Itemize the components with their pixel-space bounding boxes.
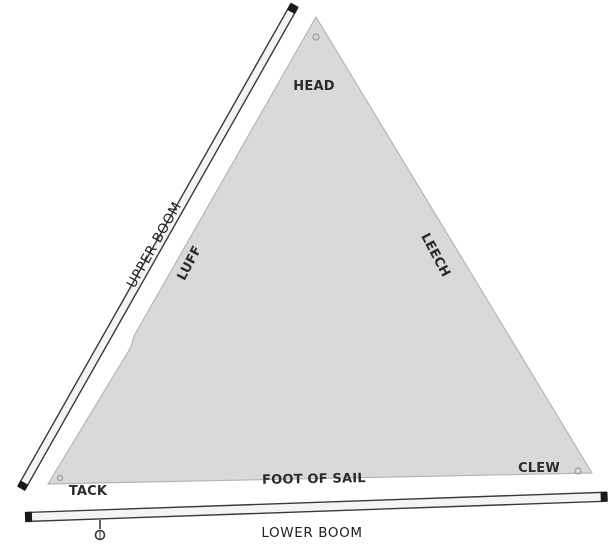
lower-boom-pole <box>26 492 606 521</box>
eye-hook-icon <box>96 520 105 540</box>
label-head: HEAD <box>293 79 334 94</box>
label-foot-of-sail: FOOT OF SAIL <box>262 471 366 488</box>
lower-boom <box>25 492 608 522</box>
label-lower-boom: LOWER BOOM <box>261 525 362 541</box>
lower-boom-end-cap-right <box>600 492 607 502</box>
label-clew: CLEW <box>518 461 560 476</box>
lower-boom-end-cap-left <box>25 512 32 522</box>
label-tack: TACK <box>69 484 108 499</box>
